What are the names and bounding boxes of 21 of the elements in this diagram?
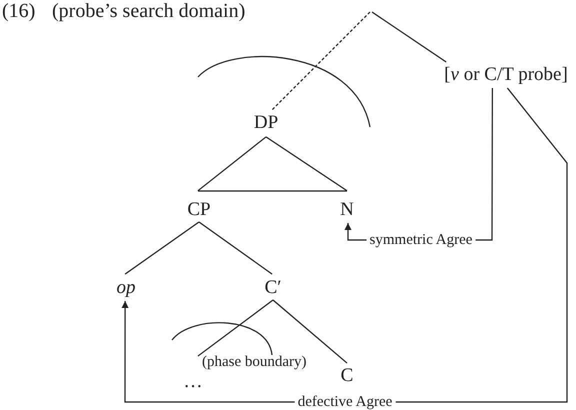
- tree-node-label: C′: [258, 276, 288, 300]
- boundary-label: (phase boundary): [202, 354, 307, 371]
- domain-label: (probe’s search domain): [52, 0, 246, 23]
- tree-node-label: CP: [180, 198, 218, 222]
- edge-label: symmetric Agree: [366, 231, 476, 249]
- branch-line: [197, 136, 266, 192]
- edge-label: defective Agree: [294, 393, 396, 410]
- tree-node-label: C: [337, 364, 357, 388]
- dashed-branch-line: [272, 12, 370, 110]
- branch-line: [272, 300, 348, 364]
- branch-line: [372, 12, 446, 63]
- probe-label: [v or C/T probe]: [438, 63, 574, 87]
- ellipsis-label: …: [180, 370, 206, 394]
- branch-line: [198, 300, 274, 357]
- branch-line: [124, 222, 200, 275]
- branch-line: [266, 136, 348, 192]
- example-number: (16): [2, 0, 36, 23]
- branch-line: [198, 222, 272, 275]
- tree-node-label: N: [337, 198, 357, 222]
- tree-node-label: op: [111, 276, 141, 300]
- tree-node-label: DP: [248, 111, 284, 135]
